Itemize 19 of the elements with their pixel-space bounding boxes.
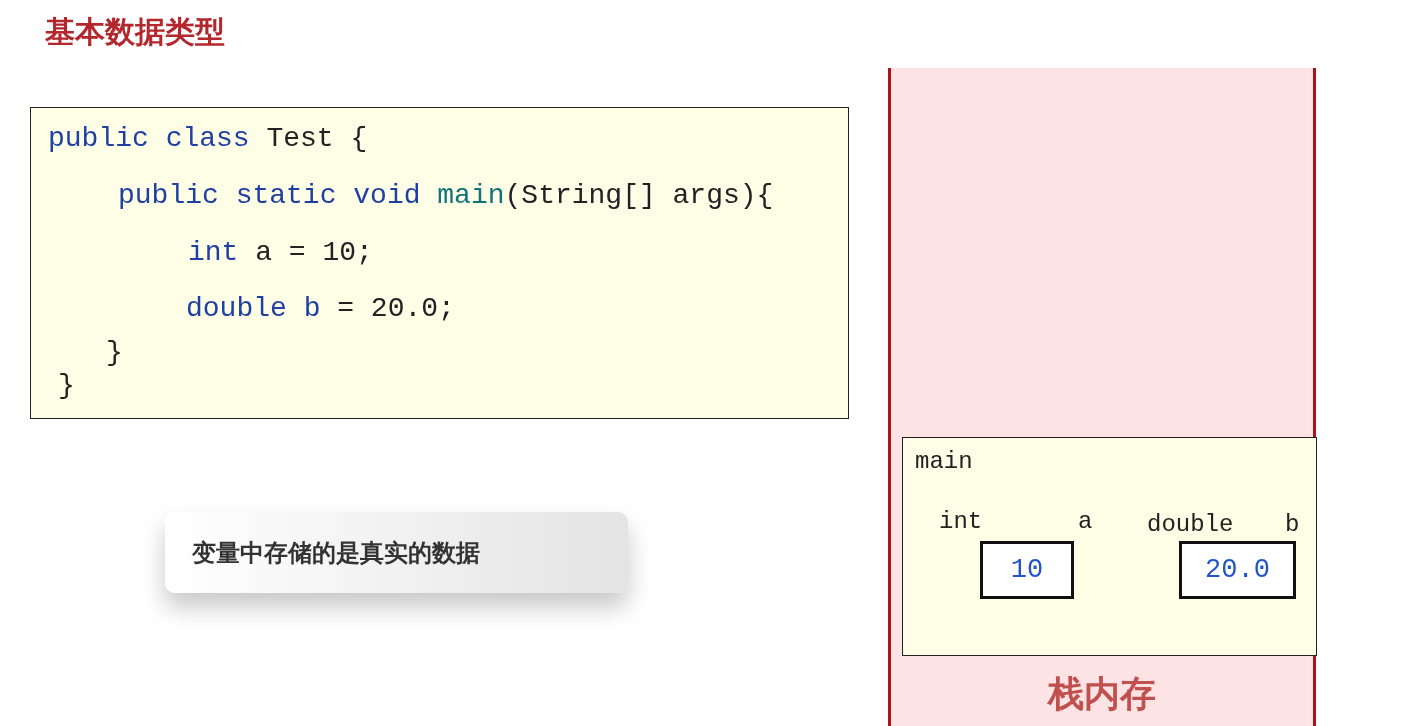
code-line: } <box>58 369 75 403</box>
type-label: int <box>939 508 983 536</box>
variable-label: b <box>1285 511 1300 539</box>
type-label: double <box>1147 511 1234 539</box>
callout-card: 变量中存储的是真实的数据 <box>165 512 628 593</box>
code-line: public static void main(String[] args){ <box>118 179 774 213</box>
code-line: int a = 10; <box>188 236 373 270</box>
code-box <box>30 107 849 419</box>
value-box: 20.0 <box>1179 541 1296 599</box>
method-frame <box>902 437 1317 656</box>
frame-label: main <box>915 448 973 475</box>
title: 基本数据类型 <box>45 13 225 51</box>
variable-label: a <box>1078 508 1093 536</box>
code-line: } <box>106 336 123 370</box>
stack-label: 栈内存 <box>1046 672 1157 716</box>
code-line: double b = 20.0; <box>186 292 455 326</box>
stack-memory-column <box>888 68 1316 726</box>
code-line: public class Test { <box>48 122 368 156</box>
value-box: 10 <box>980 541 1074 599</box>
